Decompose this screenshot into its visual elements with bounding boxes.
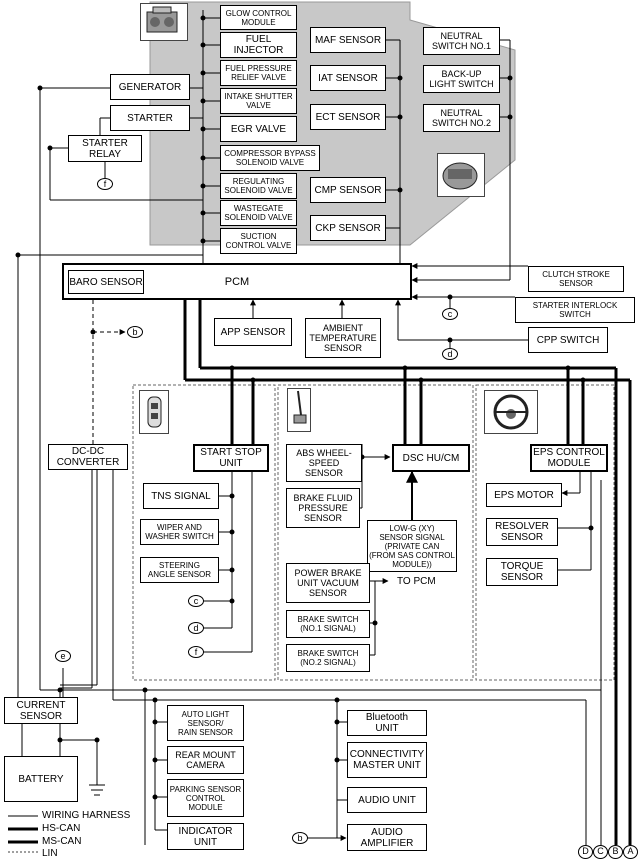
power-brake-vacuum-sensor: POWER BRAKE UNIT VACUUM SENSOR — [286, 563, 370, 603]
baro-sensor: BARO SENSOR — [68, 270, 144, 294]
group-start-stop — [132, 384, 276, 681]
dsc-hu-cm: DSC HU/CM — [392, 444, 470, 472]
transmission-icon — [437, 153, 485, 197]
audio-amplifier: AUDIO AMPLIFIER — [347, 824, 427, 851]
start-stop-unit: START STOP UNIT — [193, 444, 269, 472]
eps-control-module: EPS CONTROL MODULE — [530, 444, 608, 472]
legend-ms-can: MS-CAN — [42, 836, 82, 847]
intake-shutter-valve: INTAKE SHUTTER VALVE — [220, 88, 297, 114]
low-g-sensor-signal: LOW-G (XY) SENSOR SIGNAL (PRIVATE CAN (F… — [367, 520, 457, 572]
legend-hs-can: HS-CAN — [42, 823, 81, 834]
edge-label-d: D — [578, 845, 593, 859]
connector-d-bottom: d — [188, 622, 204, 634]
generator: GENERATOR — [110, 74, 190, 100]
ckp-sensor: CKP SENSOR — [310, 215, 386, 241]
ect-sensor: ECT SENSOR — [310, 104, 386, 130]
dc-dc-converter: DC-DC CONVERTER — [48, 444, 128, 470]
fuel-pressure-relief-valve: FUEL PRESSURE RELIEF VALVE — [220, 60, 297, 86]
legend-wiring-harness: WIRING HARNESS — [42, 810, 131, 821]
parking-sensor-control-module: PARKING SENSOR CONTROL MODULE — [167, 779, 244, 817]
starter-relay: STARTER RELAY — [68, 135, 142, 162]
neutral-switch-1: NEUTRAL SWITCH NO.1 — [423, 27, 500, 55]
connector-d-top: d — [442, 348, 458, 360]
audio-unit: AUDIO UNIT — [347, 787, 427, 813]
suction-control-valve: SUCTION CONTROL VALVE — [220, 228, 297, 254]
maf-sensor: MAF SENSOR — [310, 27, 386, 53]
bluetooth-unit: Bluetooth UNIT — [347, 710, 427, 736]
connector-c-top: c — [442, 308, 458, 320]
connector-f-top: f — [97, 178, 113, 190]
group-eps — [475, 384, 615, 681]
brake-fluid-pressure-sensor: BRAKE FLUID PRESSURE SENSOR — [286, 488, 360, 528]
neutral-switch-2: NEUTRAL SWITCH NO.2 — [423, 104, 500, 132]
torque-sensor: TORQUE SENSOR — [486, 558, 558, 586]
connector-f-bottom: f — [188, 646, 204, 658]
backup-light-switch: BACK-UP LIGHT SWITCH — [423, 65, 500, 93]
engine-icon — [140, 3, 188, 41]
pcm-label: PCM — [224, 275, 250, 288]
brake-switch-2: BRAKE SWITCH (NO.2 SIGNAL) — [286, 644, 370, 672]
iat-sensor: IAT SENSOR — [310, 65, 386, 91]
glow-control-module: GLOW CONTROL MODULE — [220, 5, 297, 30]
connector-b-top: b — [127, 326, 143, 338]
rear-mount-camera: REAR MOUNT CAMERA — [167, 746, 244, 774]
eps-motor: EPS MOTOR — [486, 483, 562, 507]
brake-pedal-icon — [287, 388, 311, 432]
steering-wheel-icon — [484, 390, 538, 434]
clutch-stroke-sensor: CLUTCH STROKE SENSOR — [528, 266, 624, 292]
egr-valve: EGR VALVE — [220, 116, 297, 142]
steering-angle-sensor: STEERING ANGLE SENSOR — [140, 557, 219, 583]
app-sensor: APP SENSOR — [214, 318, 292, 346]
edge-label-c: C — [593, 845, 608, 859]
edge-label-b: B — [608, 845, 623, 859]
regulating-solenoid-valve: REGULATING SOLENOID VALVE — [220, 173, 297, 199]
connector-b-bottom: b — [292, 832, 308, 844]
connectivity-master-unit: CONNECTIVITY MASTER UNIT — [347, 742, 427, 778]
brake-switch-1: BRAKE SWITCH (NO.1 SIGNAL) — [286, 610, 370, 638]
wiper-washer-switch: WIPER AND WASHER SWITCH — [140, 519, 219, 545]
fuel-injector: FUEL INJECTOR — [220, 32, 297, 58]
compressor-bypass-solenoid-valve: COMPRESSOR BYPASS SOLENOID VALVE — [220, 145, 320, 171]
cpp-switch: CPP SWITCH — [528, 327, 608, 353]
group-dsc — [277, 384, 474, 681]
cmp-sensor: CMP SENSOR — [310, 177, 386, 203]
starter-interlock-switch: STARTER INTERLOCK SWITCH — [515, 297, 635, 323]
indicator-unit: INDICATOR UNIT — [167, 823, 244, 850]
resolver-sensor: RESOLVER SENSOR — [486, 518, 558, 546]
battery: BATTERY — [4, 756, 78, 802]
edge-label-a: A — [623, 845, 638, 859]
to-pcm-label: TO PCM — [397, 576, 436, 587]
legend-lin: LIN — [42, 848, 58, 859]
starter: STARTER — [110, 105, 190, 131]
key-fob-icon — [139, 390, 169, 434]
current-sensor: CURRENT SENSOR — [4, 697, 78, 724]
connector-e: e — [55, 650, 71, 662]
auto-light-rain-sensor: AUTO LIGHT SENSOR/ RAIN SENSOR — [167, 705, 244, 741]
wastegate-solenoid-valve: WASTEGATE SOLENOID VALVE — [220, 200, 297, 226]
abs-wheel-speed-sensor: ABS WHEEL- SPEED SENSOR — [286, 444, 362, 482]
tns-signal: TNS SIGNAL — [143, 483, 219, 509]
ambient-temperature-sensor: AMBIENT TEMPERATURE SENSOR — [305, 318, 381, 358]
connector-c-bottom: c — [188, 595, 204, 607]
